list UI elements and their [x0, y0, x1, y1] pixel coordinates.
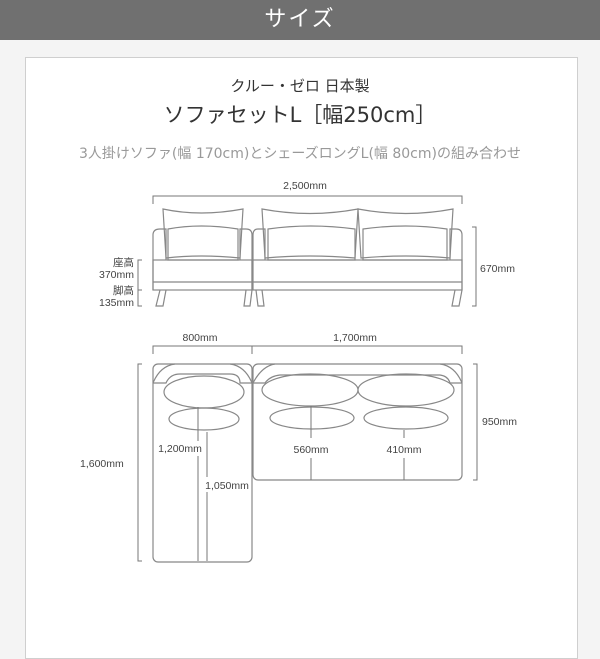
content-card: [25, 57, 578, 659]
height-bracket: [472, 226, 477, 307]
top-view: 800mm 1,700mm 1,200mm 1,050mm 560mm 410m…: [80, 332, 517, 563]
right-width-label: 1,700mm: [333, 332, 377, 344]
right-seat-depth-label: 560mm: [293, 444, 328, 456]
seat-height-value: 370mm: [99, 269, 134, 281]
leg-height-value: 135mm: [99, 297, 134, 309]
seat-height-caption: 座高: [113, 256, 134, 269]
section-header: サイズ: [0, 0, 600, 40]
left-depth-label: 1,600mm: [80, 458, 124, 470]
product-title: ソファセットL［幅250cm］: [163, 103, 437, 127]
left-seat-depth2-label: 1,050mm: [205, 480, 249, 492]
dimension-diagram: 2,500mm 670mm 座高 370mm 脚高 135mm 800mm 1,…: [80, 180, 517, 563]
leg-height-caption: 脚高: [113, 284, 134, 297]
front-view: 2,500mm 670mm 座高 370mm 脚高 135mm: [99, 180, 515, 309]
seat-leg-bracket: [137, 259, 142, 307]
right-seat-depth2-label: 410mm: [386, 444, 421, 456]
right-depth-label: 950mm: [482, 416, 517, 428]
left-width-label: 800mm: [182, 332, 217, 344]
width-dimension-line: [152, 195, 463, 204]
brand-label: クルー・ゼロ 日本製: [230, 77, 370, 95]
left-seat-depth-label: 1,200mm: [158, 443, 202, 455]
total-width-label: 2,500mm: [283, 180, 327, 192]
total-height-label: 670mm: [480, 263, 515, 275]
product-description: 3人掛けソファ(幅 170cm)とシェーズロングL(幅 80cm)の組み合わせ: [79, 146, 521, 162]
